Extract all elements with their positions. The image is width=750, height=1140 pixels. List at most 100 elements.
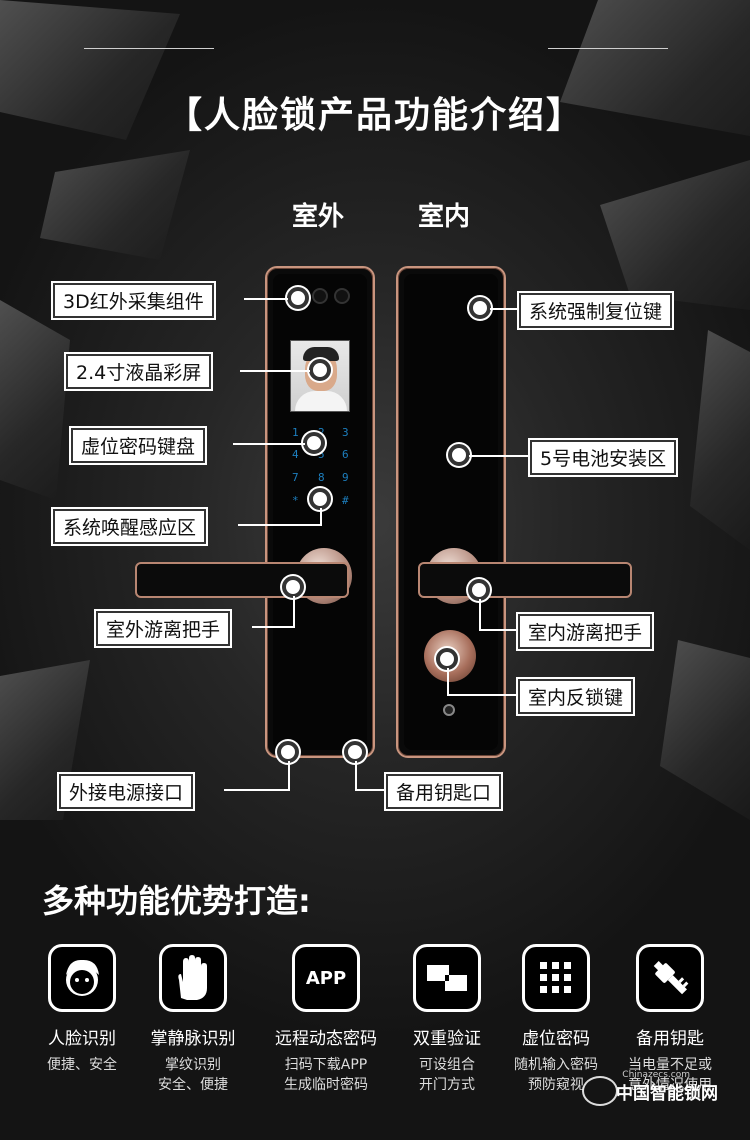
- feature-desc-line: 生成临时密码: [284, 1077, 368, 1093]
- features-title: 多种功能优势打造:: [42, 882, 311, 920]
- outdoor-handle: [135, 562, 349, 598]
- keypad-key: 1: [292, 426, 299, 439]
- rock-decoration: [0, 300, 70, 500]
- feature-desc: 当电量不足或意外情况使用: [610, 1055, 730, 1095]
- callout-line: [469, 455, 531, 457]
- feature-desc-line: 随机输入密码: [514, 1057, 598, 1073]
- callout-lcd: 2.4寸液晶彩屏: [63, 352, 214, 391]
- callout-dot: [303, 432, 325, 454]
- feature-desc-line: 开门方式: [419, 1077, 475, 1093]
- keypad-key: 7: [292, 471, 299, 484]
- feature-name: 掌静脉识别: [150, 1029, 236, 1049]
- callout-reset-key: 系统强制复位键: [516, 291, 675, 330]
- callout-keypad: 虚位密码键盘: [68, 426, 208, 465]
- feature-desc: 扫码下载APP 生成临时密码: [266, 1055, 386, 1095]
- feature-desc-line: 意外情况使用: [628, 1077, 712, 1093]
- keypad-key: 3: [342, 426, 349, 439]
- callout-battery-area: 5号电池安装区: [527, 438, 679, 477]
- callout-dot: [469, 297, 491, 319]
- feature-desc: 可设组合开门方式: [387, 1055, 507, 1095]
- callout-line: [233, 443, 305, 445]
- watermark-site: Chinazecs.com: [622, 1070, 690, 1080]
- header-rule-left: [84, 48, 214, 49]
- keypad-key: 6: [342, 448, 349, 461]
- keypad-key: 5: [318, 448, 325, 461]
- palm-icon: [159, 944, 227, 1012]
- callout-outdoor-handle: 室外游离把手: [93, 609, 233, 648]
- app-icon: APP: [292, 944, 360, 1012]
- callout-indoor-handle: 室内游离把手: [515, 612, 655, 651]
- photo-hair: [303, 347, 339, 361]
- page-title: 【人脸锁产品功能介绍】: [165, 95, 584, 136]
- indoor-lock-panel: [396, 266, 506, 758]
- feature-desc-line: 当电量不足或: [628, 1057, 712, 1073]
- keypad-key: *: [292, 494, 299, 507]
- feature-name: 虚位密码: [522, 1029, 590, 1049]
- callout-line: [240, 370, 310, 372]
- feature-desc-line: 掌纹识别: [165, 1057, 221, 1073]
- callout-line: [490, 308, 520, 310]
- feature-virtual-password: 虚位密码 随机输入密码预防窥视: [496, 944, 616, 1095]
- feature-desc: 随机输入密码预防窥视: [496, 1055, 616, 1095]
- photo-shirt: [295, 391, 347, 411]
- key-icon: [636, 944, 704, 1012]
- keypad-key: 8: [318, 471, 325, 484]
- ir-sensor-spot: [312, 288, 328, 304]
- feature-backup-key: 备用钥匙 当电量不足或意外情况使用: [610, 944, 730, 1095]
- feature-desc-line: 预防窥视: [528, 1077, 584, 1093]
- watermark-logo: [582, 1076, 618, 1106]
- indoor-handle: [418, 562, 632, 598]
- callout-line: [288, 761, 290, 791]
- feature-name: 人脸识别: [48, 1029, 116, 1049]
- feature-desc-line: 可设组合: [419, 1057, 475, 1073]
- keypad-key: 9: [342, 471, 349, 484]
- keypad-key: 2: [318, 426, 325, 439]
- callout-power-port: 外接电源接口: [56, 772, 196, 811]
- feature-desc: 掌纹识别安全、便捷: [133, 1055, 253, 1095]
- keypad-grid-icon: [522, 944, 590, 1012]
- callout-line: [244, 298, 288, 300]
- callout-line: [293, 596, 295, 628]
- callout-line: [355, 789, 387, 791]
- keypad-key: #: [342, 494, 349, 507]
- feature-palm: 掌静脉识别 掌纹识别安全、便捷: [133, 944, 253, 1095]
- feature-name: 双重验证: [413, 1029, 481, 1049]
- outdoor-heading: 室外: [292, 202, 345, 232]
- header-rule-right: [548, 48, 668, 49]
- callout-line: [320, 508, 322, 526]
- feature-desc-line: 安全、便捷: [158, 1077, 228, 1093]
- keypad-key: 4: [292, 448, 299, 461]
- callout-dot: [468, 579, 490, 601]
- callout-dot: [309, 488, 331, 510]
- ir-sensor-spot: [334, 288, 350, 304]
- callout-line: [238, 524, 322, 526]
- callout-3d-ir: 3D红外采集组件: [51, 281, 216, 320]
- callout-line: [252, 626, 295, 628]
- callout-line: [479, 629, 519, 631]
- callout-dot: [287, 287, 309, 309]
- feature-name: 远程动态密码: [275, 1029, 377, 1049]
- callout-line: [355, 761, 357, 791]
- indoor-heading: 室内: [418, 202, 471, 232]
- callout-line: [479, 599, 481, 631]
- callout-line: [447, 694, 519, 696]
- app-icon-text: APP: [305, 967, 347, 989]
- callout-line: [447, 668, 449, 696]
- callout-backup-keyhole: 备用钥匙口: [383, 772, 504, 811]
- feature-desc: 便捷、安全: [47, 1057, 117, 1073]
- watermark-brand: 中国智能锁网: [616, 1084, 718, 1104]
- feature-face: 人脸识别 便捷、安全: [22, 944, 142, 1075]
- callout-dot: [277, 741, 299, 763]
- dual-verify-icon: [413, 944, 481, 1012]
- callout-dot: [309, 359, 331, 381]
- feature-desc-line: 扫码下载APP: [284, 1057, 368, 1073]
- indoor-keyhole: [443, 704, 455, 716]
- callout-line: [224, 789, 290, 791]
- face-icon: [48, 944, 116, 1012]
- callout-dot: [448, 444, 470, 466]
- feature-name: 备用钥匙: [636, 1029, 704, 1049]
- callout-wake-sensor: 系统唤醒感应区: [50, 507, 209, 546]
- feature-app: APP 远程动态密码 扫码下载APP 生成临时密码: [266, 944, 386, 1095]
- callout-dot: [344, 741, 366, 763]
- callout-deadbolt: 室内反锁键: [515, 677, 636, 716]
